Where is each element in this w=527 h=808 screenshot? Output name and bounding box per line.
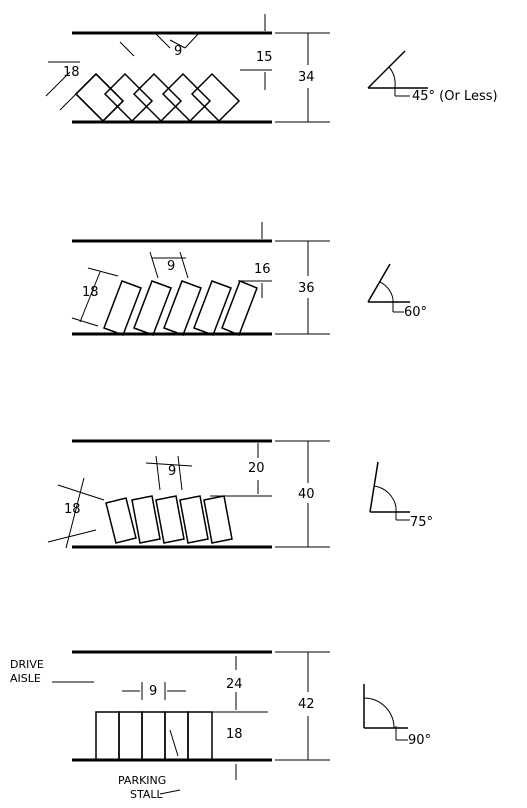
angle-symbol	[367, 50, 428, 97]
stall	[179, 495, 209, 544]
total-depth-label: 42	[298, 697, 315, 712]
angle-label: 60°	[404, 305, 427, 320]
stall	[193, 280, 232, 336]
stall-length-label: 18	[63, 65, 80, 80]
stall-length-label: 18	[64, 502, 81, 517]
stall	[187, 711, 213, 761]
stall	[103, 280, 142, 336]
stall	[103, 72, 154, 123]
drive-aisle-label-line2: AISLE	[10, 672, 41, 685]
depth-dimension	[212, 651, 330, 780]
angle-symbol	[363, 684, 408, 741]
depth-dimension	[238, 222, 330, 335]
angle-symbol	[369, 461, 410, 521]
total-depth-label: 40	[298, 487, 315, 502]
stall-width-label: 9	[168, 464, 176, 479]
stall-width-label: 9	[149, 684, 157, 699]
diagram-60: 9 18 16 36 60°	[71, 222, 427, 336]
stall-width-label: 9	[174, 44, 182, 59]
depth-dimension	[240, 14, 330, 123]
parking-stall-leader	[169, 729, 179, 757]
stall-length-label: 18	[226, 727, 243, 742]
angle-label: 90°	[408, 733, 431, 748]
stall	[95, 711, 120, 761]
stall-length-dimension	[45, 61, 80, 111]
stall-width-dimension	[119, 31, 201, 57]
stall	[155, 495, 185, 544]
stall	[203, 495, 233, 544]
stall-row	[103, 280, 258, 336]
stall-row	[105, 495, 233, 544]
stall	[190, 72, 241, 123]
stall	[118, 711, 143, 761]
parking-stall-label-line2: STALL	[130, 788, 164, 801]
total-depth-label: 36	[298, 281, 315, 296]
parking-stall-leader-2	[159, 789, 181, 795]
angle-label: 45° (Or Less)	[412, 89, 498, 104]
diagram-75: 9 18 20 40 75°	[47, 439, 433, 549]
stall	[74, 72, 125, 123]
stall	[105, 497, 137, 544]
stall	[133, 280, 172, 336]
stall	[163, 280, 202, 336]
stall-width-dimension	[149, 251, 189, 279]
stall	[141, 711, 166, 761]
stall-width-dimension	[122, 682, 186, 700]
stall-width-label: 9	[167, 259, 175, 274]
stall-row	[95, 711, 213, 761]
stall	[74, 72, 125, 123]
row-depth-label: 20	[248, 461, 265, 476]
stall	[161, 72, 212, 123]
stall-row	[74, 72, 241, 123]
drive-aisle-label-line1: DRIVE	[10, 658, 44, 671]
depth-dimension	[210, 440, 330, 548]
stall-length-dimension	[71, 267, 119, 327]
row-depth-label: 16	[254, 262, 271, 277]
diagram-90: 9 24 18 42 DRIVE AISLE PARKING STALL	[10, 650, 431, 801]
row-depth-label: 24	[226, 677, 243, 692]
parking-stall-label-line1: PARKING	[118, 774, 166, 787]
stall-width-dimension	[145, 455, 193, 491]
stall-length-dimension	[47, 477, 105, 549]
stall-length-label: 18	[82, 285, 99, 300]
angle-label: 75°	[410, 515, 433, 530]
total-depth-label: 34	[298, 70, 315, 85]
stall	[131, 495, 161, 544]
stall	[132, 72, 183, 123]
angle-symbol	[367, 263, 410, 313]
row-depth-label: 15	[256, 50, 273, 65]
stall	[221, 280, 258, 336]
diagram-45: 9 18 15 34 45° (Or Less)	[45, 14, 498, 124]
